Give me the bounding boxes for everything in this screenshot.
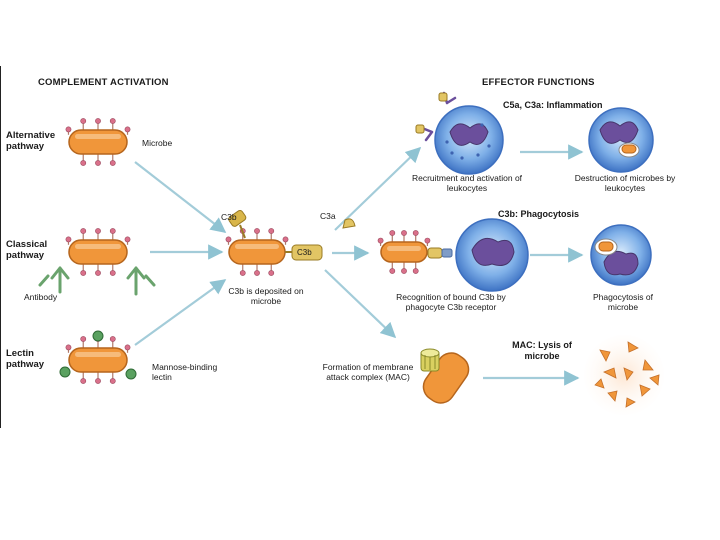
left-border-line: [0, 66, 1, 428]
c3b-tag-icon: [285, 244, 323, 261]
antibody-icon: [38, 274, 50, 287]
microbe-alternative-icon: [65, 118, 131, 166]
microbe-group: [59, 118, 431, 384]
caption-c3b-deposited: C3b is deposited on microbe: [228, 286, 304, 306]
heading-effector-functions: EFFECTOR FUNCTIONS: [482, 77, 595, 88]
pathway-arrows: [134, 144, 584, 386]
label-lectin-pathway: Lectin pathway: [6, 348, 45, 370]
heading-complement-activation: COMPLEMENT ACTIVATION: [38, 77, 169, 88]
title-phagocytosis: C3b: Phagocytosis: [498, 209, 580, 219]
arrow-lectin-to-center: [134, 279, 227, 346]
c5a-ligand-icon: [438, 92, 448, 102]
label-classical-pathway: Classical pathway: [6, 239, 48, 261]
label-c3b-tag: C3b: [297, 248, 312, 257]
caption-mac-formation: Formation of membrane attack complex (MA…: [322, 362, 414, 382]
antibody-icon: [126, 266, 146, 296]
microbe-classical-icon: [65, 228, 131, 276]
c3b-fragment-icon: [228, 209, 247, 239]
microbe-lectin-icon: [59, 330, 137, 384]
c3a-fragment-icon: [342, 218, 356, 229]
microbe-opsonized-icon: [377, 230, 431, 274]
leukocyte-inflammation-1: [434, 105, 504, 175]
lysed-microbe-fragments: [584, 335, 664, 415]
label-antibody: Antibody: [24, 292, 58, 302]
arrow-to-lysis: [324, 269, 397, 339]
phagocyte-cell-1: [455, 218, 529, 292]
caption-recognition: Recognition of bound C3b by phagocyte C3…: [396, 292, 506, 312]
antibody-icons: [38, 266, 156, 296]
arrow-alternative-to-center: [134, 161, 227, 233]
caption-recruitment: Recruitment and activation of leukocytes: [411, 173, 523, 193]
lectin-icon: [92, 330, 104, 342]
label-c3b-fragment: C3b: [221, 212, 237, 222]
label-alternative-pathway: Alternative pathway: [6, 130, 56, 152]
c3b-receptor-icon: [427, 247, 453, 259]
antibody-icon: [144, 274, 156, 287]
caption-destruction: Destruction of microbes by leukocytes: [574, 173, 676, 193]
lectin-icon: [125, 368, 137, 380]
c3a-ligand-icon: [415, 124, 425, 134]
title-mac-lysis: MAC: Lysis of microbe: [512, 340, 572, 361]
label-mannose-binding-lectin: Mannose-binding lectin: [152, 362, 218, 382]
label-c3a: C3a: [320, 211, 336, 221]
caption-phagocytosis-of-microbe: Phagocytosis of microbe: [592, 292, 653, 312]
title-inflammation: C5a, C3a: Inflammation: [503, 100, 603, 110]
lectin-icon: [59, 366, 71, 378]
label-microbe: Microbe: [142, 138, 173, 148]
leukocyte-inflammation-2: [588, 107, 654, 173]
antibody-icon: [50, 266, 70, 294]
microbe-c3b-coated-icon: [225, 228, 289, 276]
mac-microbe-icon: [420, 348, 470, 404]
arrow-to-inflammation: [334, 146, 422, 231]
phagocyte-cell-2: [590, 224, 652, 286]
